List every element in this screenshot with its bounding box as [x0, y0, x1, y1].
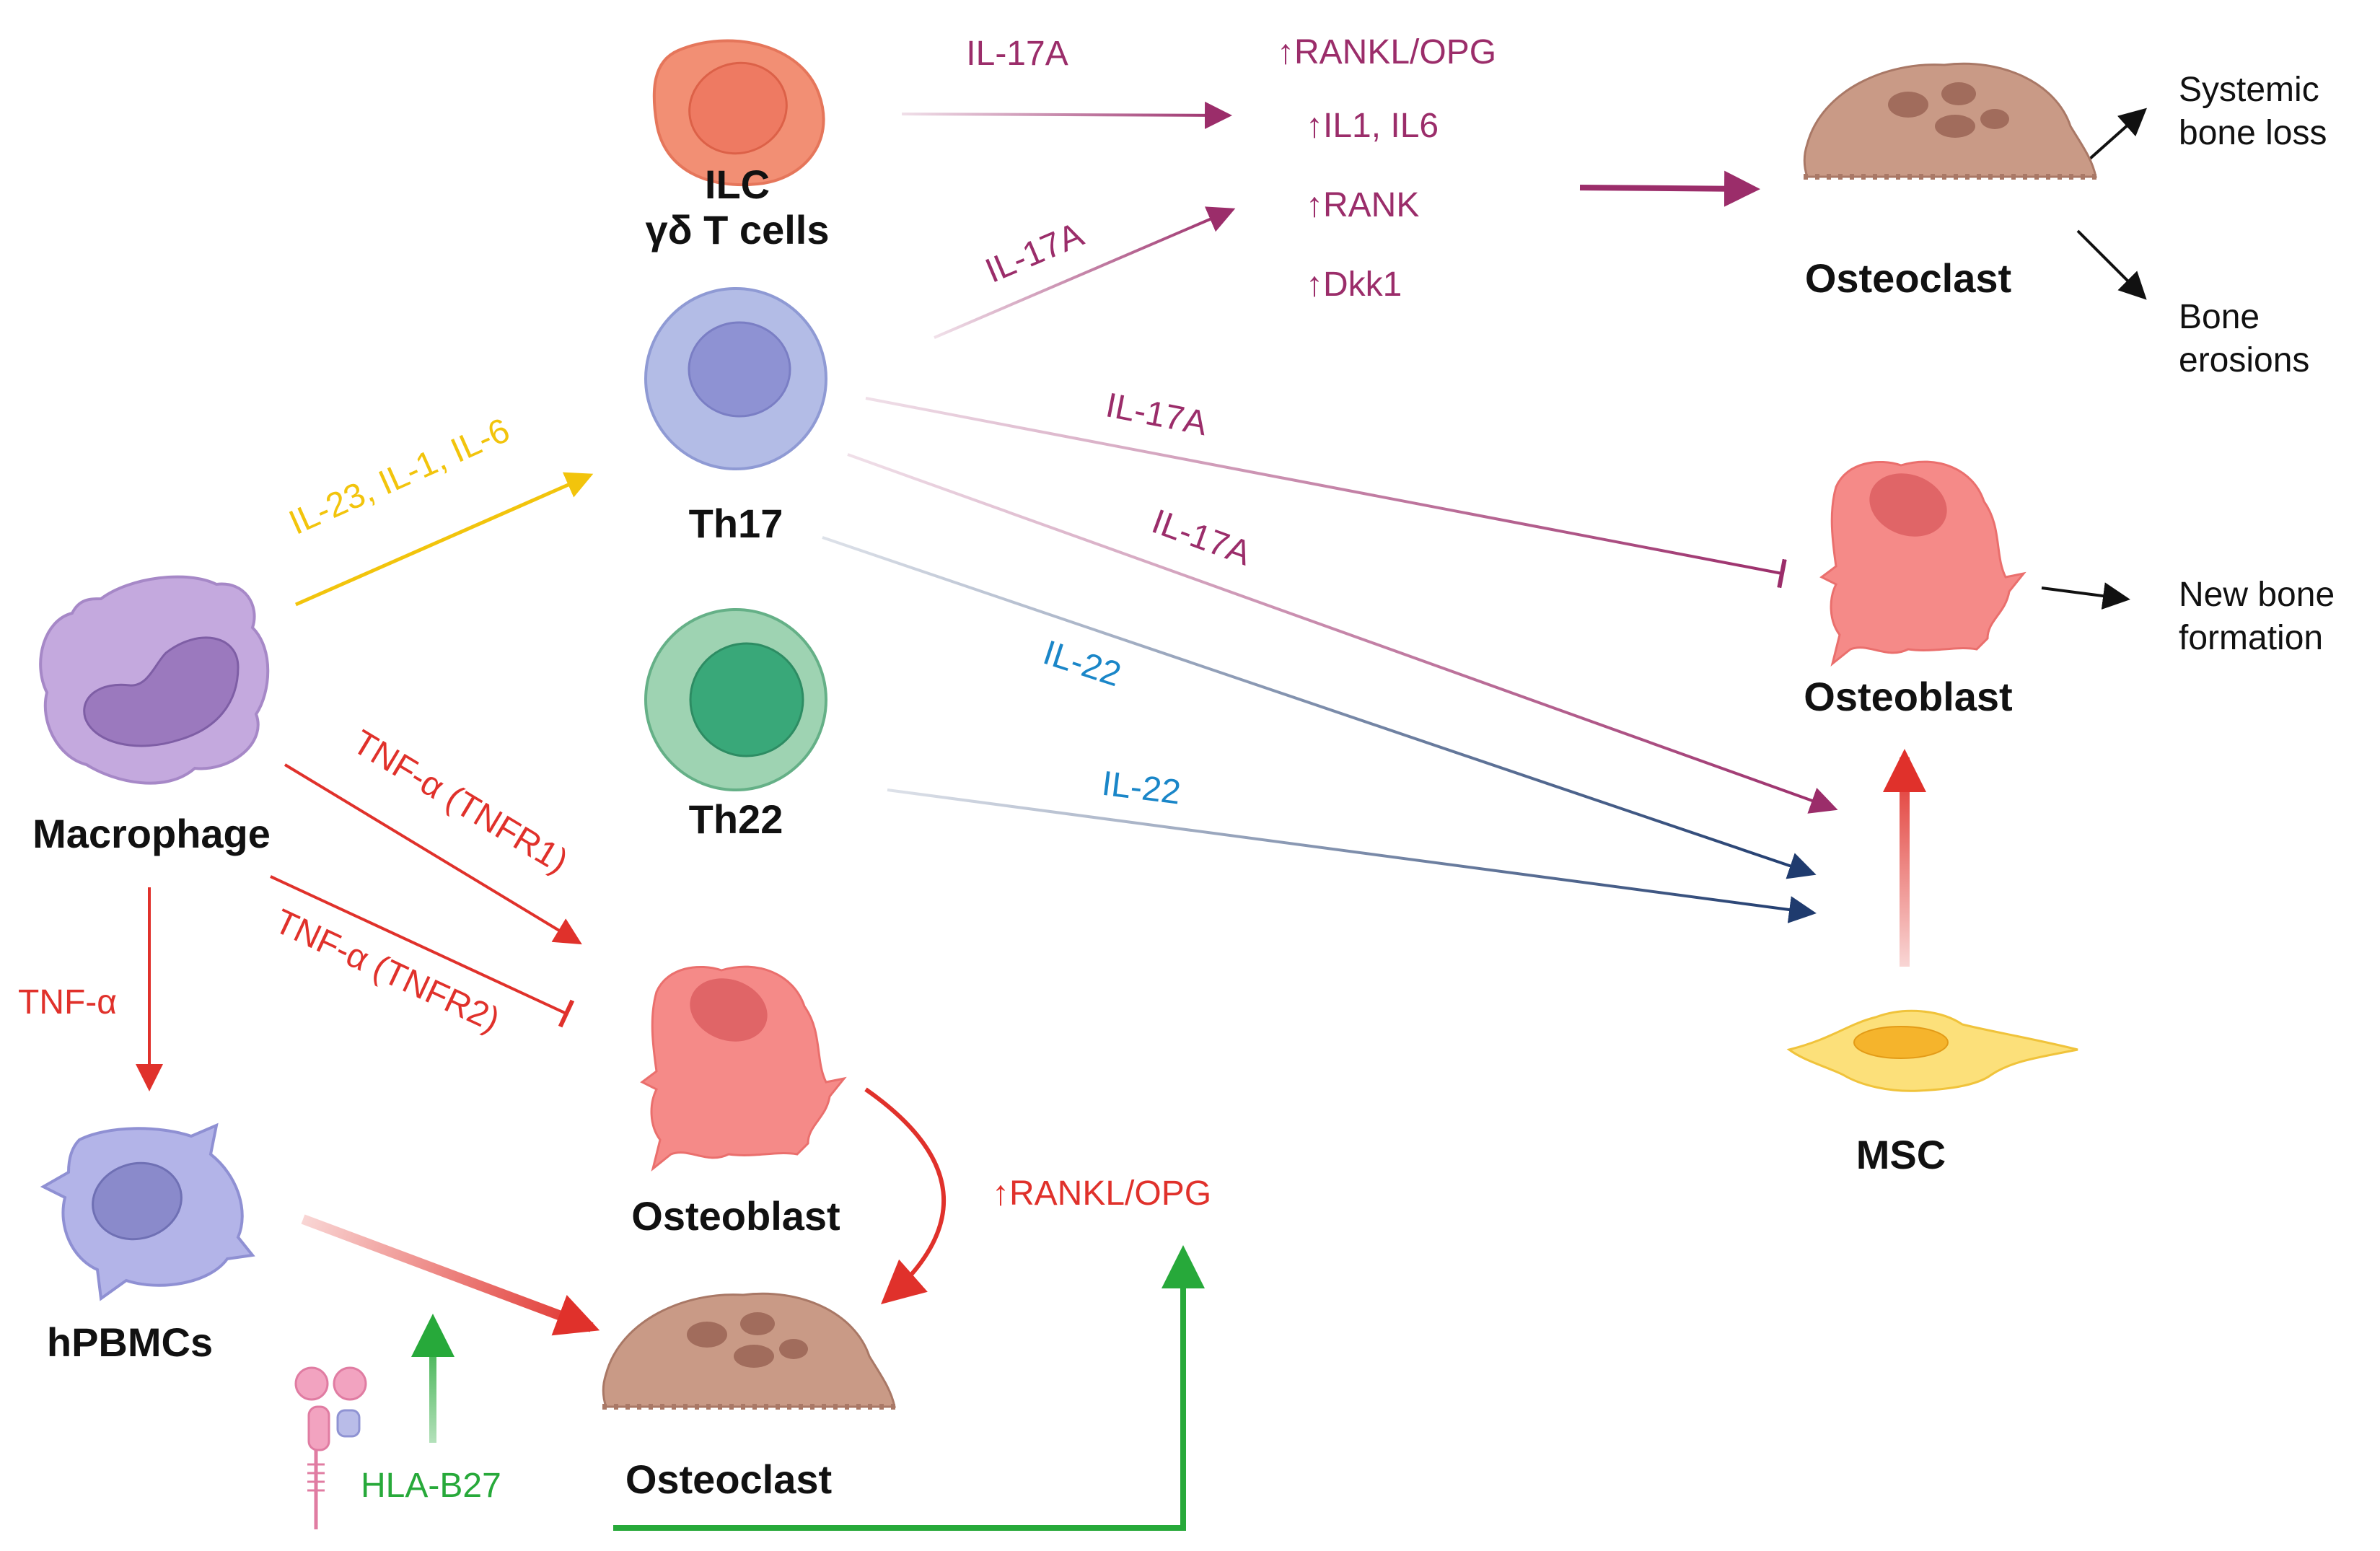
- msc-icon: [1786, 1009, 2078, 1092]
- osteoclast-top-label: Osteoclast: [1805, 255, 2011, 301]
- arrow-macrophage-to-osteoblast-tnfr1: [284, 763, 582, 945]
- rankl-opg-bottom-label: ↑RANKL/OPG: [992, 1174, 1211, 1213]
- regulator-rank: ↑RANK: [1306, 186, 1419, 224]
- msc-label: MSC: [1856, 1132, 1946, 1177]
- arrow-th17-to-regulators: [934, 206, 1236, 339]
- inhibit-macrophage-to-osteoblast-tnfr2: [270, 875, 575, 1028]
- hla-b27-label: HLA-B27: [361, 1467, 501, 1505]
- tnf-tnfr2-label: TNF-α (TNFR2): [269, 902, 506, 1040]
- ilc-label: ILC: [705, 162, 770, 207]
- arrow-th17-to-msc-il22: [822, 536, 1817, 879]
- osteoblast-icon: [640, 965, 847, 1172]
- arrow-osteoblast-to-new-bone: [2041, 582, 2130, 610]
- inhibit-th17-to-osteoblast: [865, 397, 1787, 589]
- outcome-newbone-line2: formation: [2179, 619, 2323, 657]
- outcome-systemic-line1: Systemic: [2179, 71, 2319, 109]
- regulator-il1-il6: ↑IL1, IL6: [1306, 107, 1439, 145]
- outcome-erosions-line2: erosions: [2179, 341, 2309, 379]
- il17a-msc-label: IL-17A: [1147, 502, 1256, 573]
- macrophage-icon: [39, 575, 270, 785]
- arrow-macrophage-to-th17: [294, 472, 594, 607]
- macrophage-label: Macrophage: [32, 811, 271, 856]
- arrow-regulators-to-osteoclast: [1579, 170, 1760, 207]
- tnf-alpha-label: TNF-α: [18, 983, 117, 1021]
- arrow-th22-to-msc-il22: [887, 788, 1817, 923]
- osteoblast-right-label: Osteoblast: [1804, 674, 2012, 719]
- outcome-erosions-line1: Bone: [2179, 298, 2260, 336]
- th22-label: Th22: [689, 796, 783, 842]
- osteoblast-center-label: Osteoblast: [631, 1193, 840, 1239]
- osteoclast-icon: [602, 1292, 898, 1410]
- regulator-dkk1: ↑Dkk1: [1306, 265, 1402, 304]
- gamma-delta-t-cells-label: γδ T cells: [646, 207, 830, 252]
- th17-cell-icon: [644, 287, 827, 470]
- hla-b27-receptor-icon: [294, 1366, 367, 1529]
- il22-th22-label: IL-22: [1099, 765, 1182, 812]
- outcome-newbone-line1: New bone: [2179, 576, 2335, 614]
- hpbmc-icon: [40, 1122, 255, 1301]
- arrow-osteoblast-to-osteoclast: [864, 1087, 947, 1304]
- arrow-osteoclast-to-erosions: [2076, 229, 2147, 300]
- arrow-th17-to-msc-il17a: [847, 453, 1838, 814]
- osteoblast-icon: [1819, 460, 2026, 667]
- outcome-systemic-line2: bone loss: [2179, 114, 2327, 152]
- il22-th17-label: IL-22: [1039, 633, 1125, 694]
- il17a-ilc-label: IL-17A: [966, 35, 1068, 73]
- th22-cell-icon: [644, 608, 827, 791]
- arrow-hpbmcs-to-osteoclast: [301, 1214, 600, 1336]
- il17a-osteoblast-label: IL-17A: [1102, 386, 1210, 443]
- arrow-ilc-to-regulators: [901, 101, 1232, 129]
- arrow-osteoclast-to-rankl: [613, 1245, 1205, 1531]
- osteoclast-bottom-label: Osteoclast: [625, 1456, 832, 1502]
- th17-label: Th17: [689, 501, 783, 546]
- regulator-rankl-opg: ↑RANKL/OPG: [1277, 33, 1496, 71]
- osteoclast-icon: [1803, 62, 2099, 180]
- tnf-tnfr1-label: TNF-α (TNFR1): [346, 723, 574, 881]
- ilc-cell-icon: [652, 39, 825, 186]
- hpbmcs-label: hPBMCs: [47, 1319, 213, 1365]
- arrows: [136, 101, 2147, 1531]
